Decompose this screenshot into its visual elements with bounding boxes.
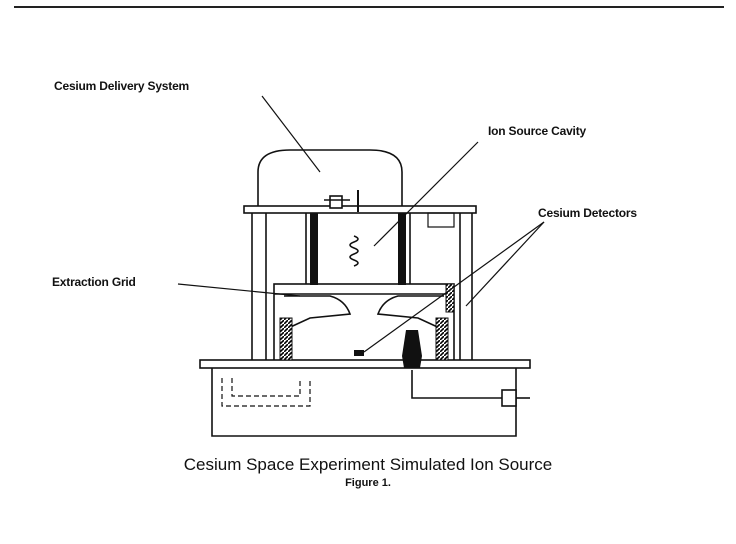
cesium-reservoir-dome xyxy=(257,149,403,206)
base-plate xyxy=(199,359,531,369)
detector-junction-box xyxy=(501,389,517,407)
label-ion-source-cavity: Ion Source Cavity xyxy=(488,124,586,138)
leader-cesium-delivery xyxy=(261,95,321,173)
lower-chamber xyxy=(211,368,517,437)
label-cesium-detectors: Cesium Detectors xyxy=(538,206,637,220)
leader-extraction-grid xyxy=(177,283,301,297)
heater-coil xyxy=(349,235,359,267)
top-rule xyxy=(14,6,724,8)
caption-title: Cesium Space Experiment Simulated Ion So… xyxy=(183,455,553,474)
label-extraction-grid: Extraction Grid xyxy=(52,275,136,289)
caption-figure-number: Figure 1. xyxy=(345,477,391,489)
leader-ion-cavity xyxy=(373,141,479,247)
leader-cesium-detectors-a xyxy=(363,221,545,353)
leader-cesium-detectors-b xyxy=(465,221,545,307)
plate-block xyxy=(427,212,455,228)
label-cesium-delivery-system: Cesium Delivery System xyxy=(54,79,190,93)
cesium-nozzle xyxy=(329,195,343,209)
cesium-detector-probe xyxy=(402,330,422,368)
top-plate xyxy=(243,205,477,214)
